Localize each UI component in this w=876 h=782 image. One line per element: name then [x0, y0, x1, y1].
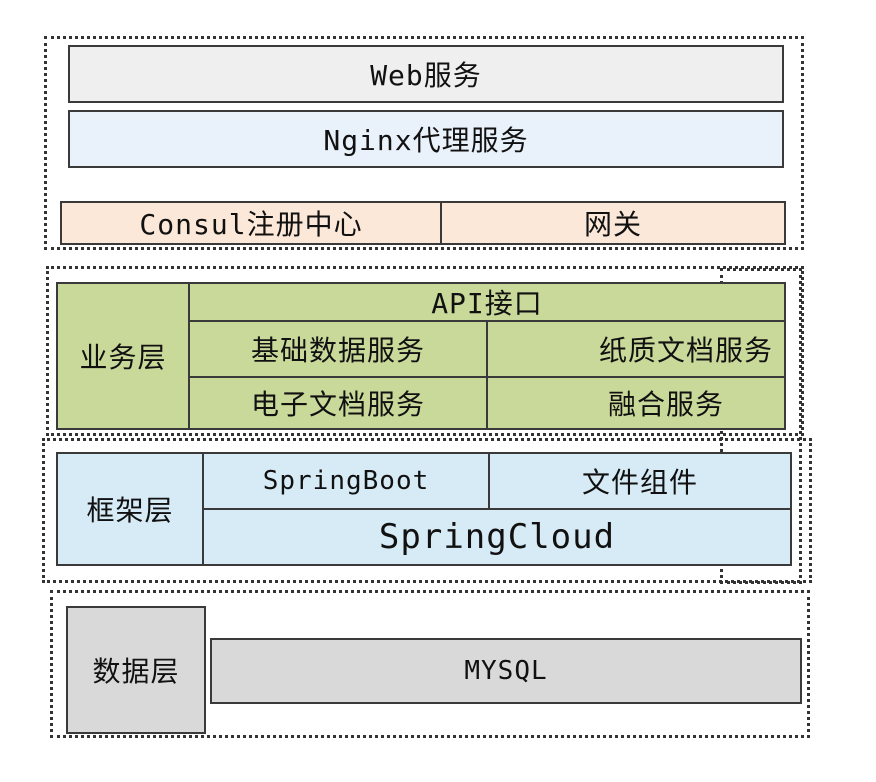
springcloud-label: SpringCloud — [378, 517, 616, 557]
fusion-service-label: 融合服务 — [607, 388, 724, 421]
web-service-box: Web服务 — [68, 45, 784, 103]
framework-layer-label: 框架层 — [86, 494, 174, 527]
base-data-service-label: 基础数据服务 — [250, 334, 425, 367]
business-layer-box: 业务层 — [56, 282, 190, 430]
nginx-proxy-label: Nginx代理服务 — [323, 124, 529, 157]
file-component-label: 文件组件 — [581, 466, 698, 499]
business-group-frame — [46, 266, 804, 436]
data-layer-box: 数据层 — [66, 606, 206, 734]
api-interface-box: API接口 — [188, 282, 786, 322]
paper-doc-service-label: 纸质文档服务 — [598, 334, 773, 367]
paper-doc-service-box: 纸质文档服务 — [486, 320, 786, 378]
fusion-service-box: 融合服务 — [486, 376, 786, 430]
web-group-frame — [44, 36, 804, 250]
gateway-box: 网关 — [440, 201, 786, 245]
consul-registry-box: Consul注册中心 — [60, 201, 442, 245]
nginx-proxy-box: Nginx代理服务 — [68, 110, 784, 168]
business-layer-label: 业务层 — [79, 341, 167, 374]
springboot-box: SpringBoot — [202, 452, 490, 510]
data-group-frame — [50, 590, 810, 738]
data-layer-label: 数据层 — [92, 655, 180, 688]
consul-registry-label: Consul注册中心 — [139, 208, 363, 241]
base-data-service-box: 基础数据服务 — [188, 320, 488, 378]
file-component-box: 文件组件 — [488, 452, 792, 510]
framework-layer-box: 框架层 — [56, 452, 204, 566]
e-doc-service-label: 电子文档服务 — [250, 388, 425, 421]
springcloud-box: SpringCloud — [202, 508, 792, 566]
springboot-label: SpringBoot — [262, 466, 430, 496]
e-doc-service-box: 电子文档服务 — [188, 376, 488, 430]
gateway-label: 网关 — [583, 208, 642, 241]
framework-group-frame — [42, 438, 812, 583]
mysql-label: MYSQL — [464, 656, 548, 686]
mysql-box: MYSQL — [210, 638, 802, 704]
web-service-label: Web服务 — [370, 59, 482, 92]
api-interface-label: API接口 — [431, 287, 543, 320]
